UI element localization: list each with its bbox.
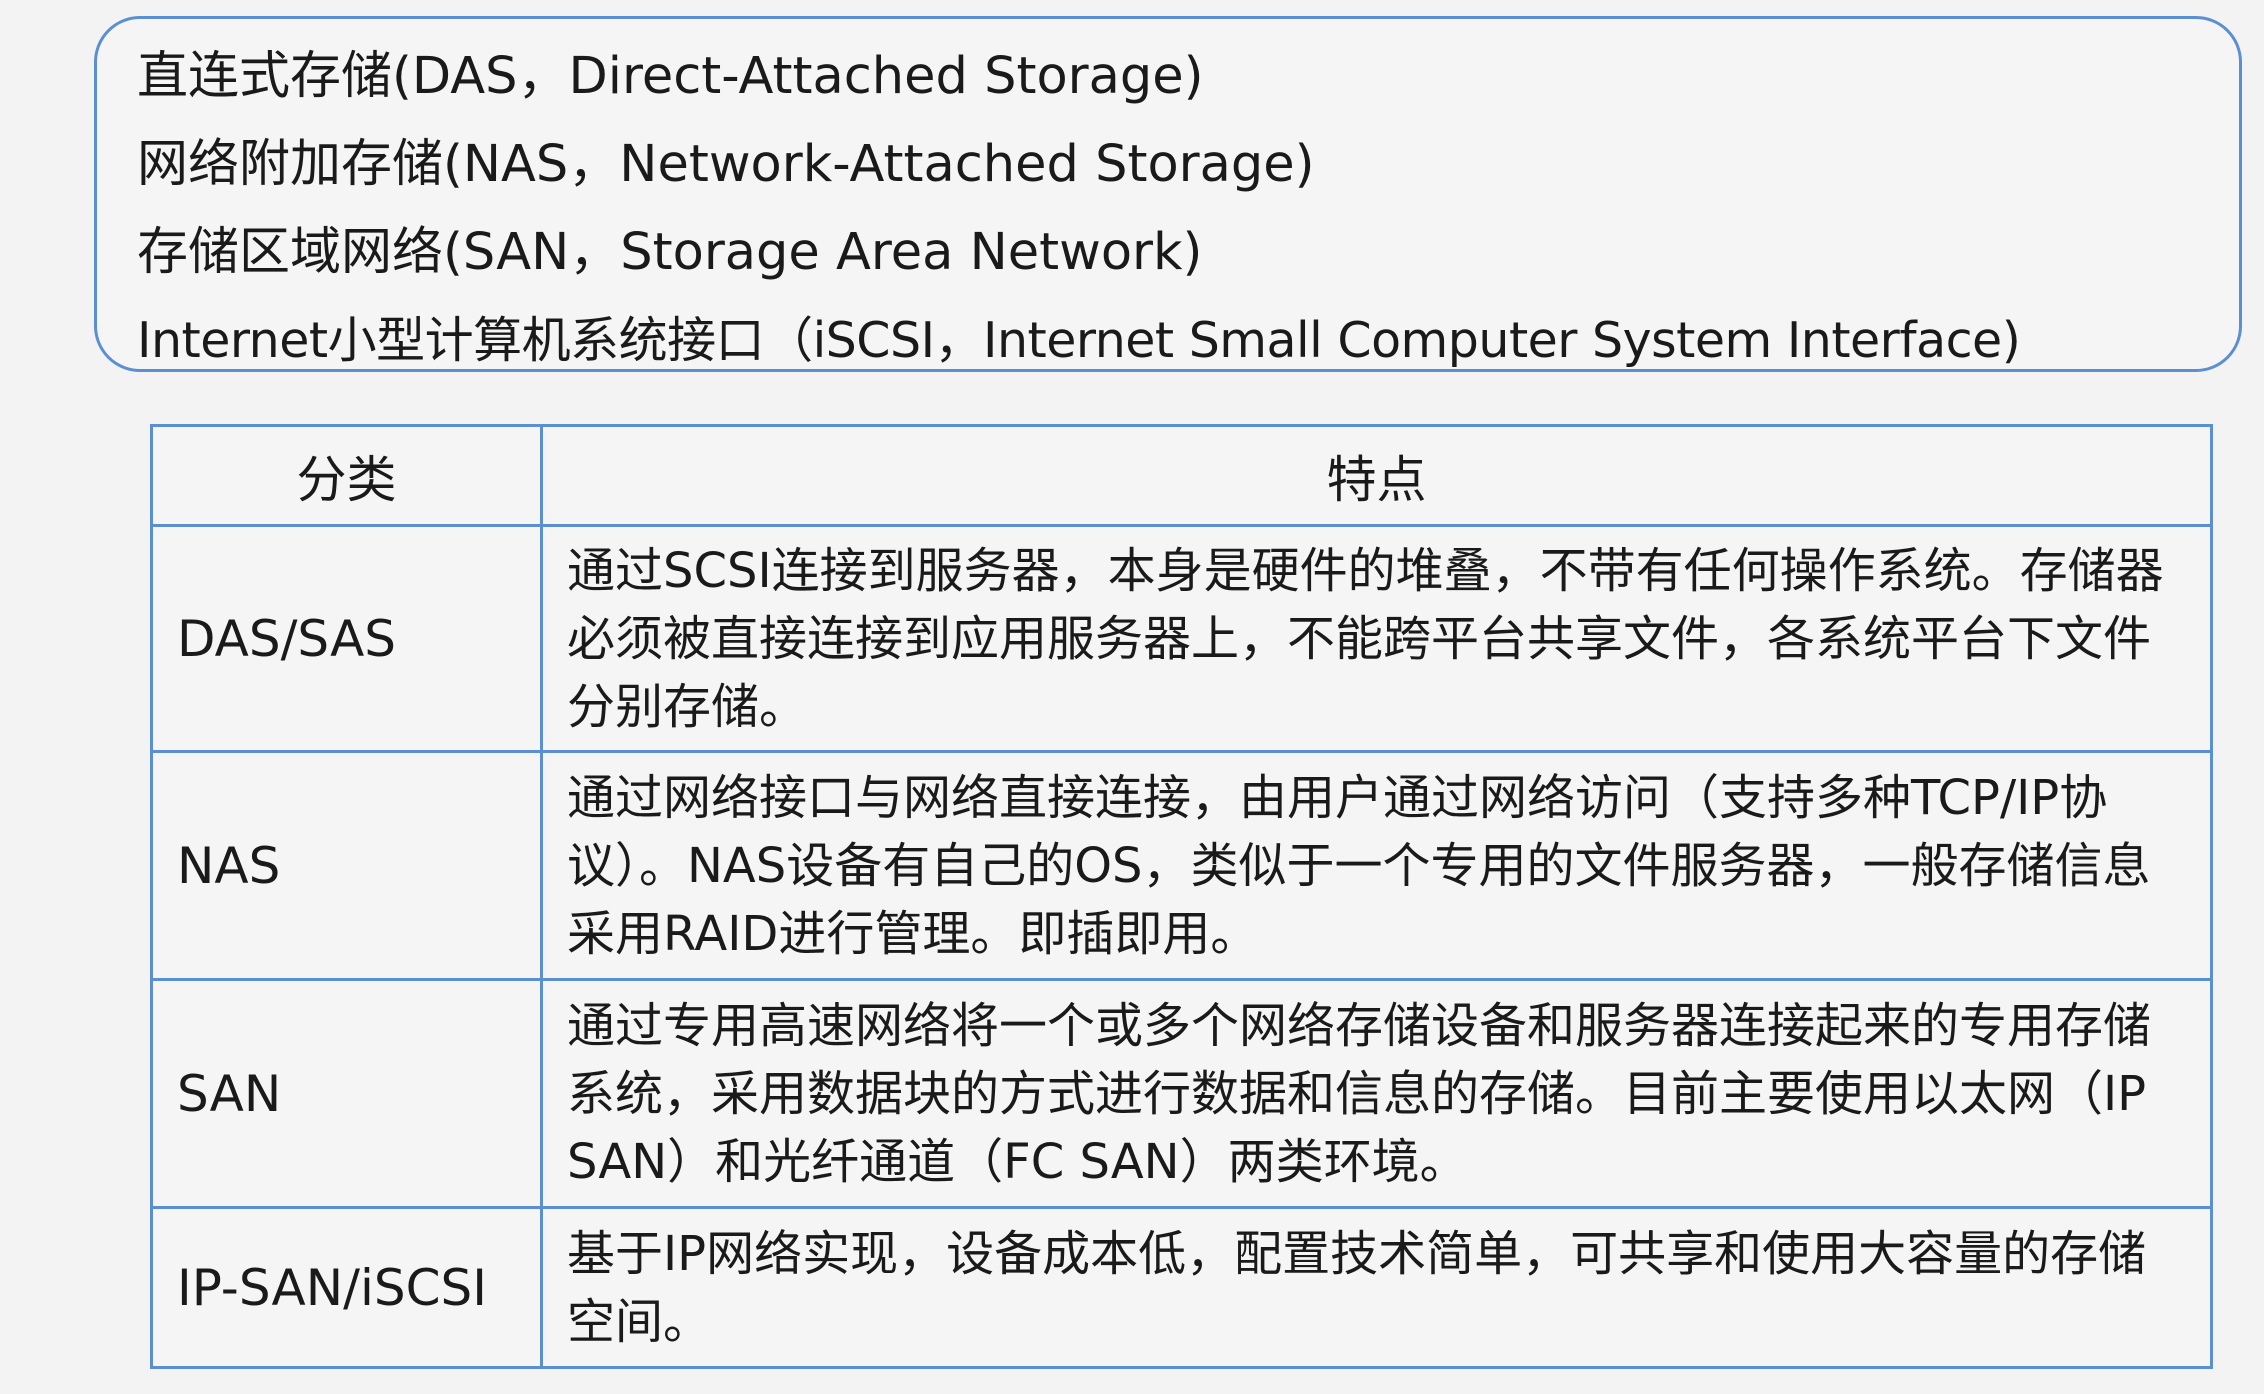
table-row: DAS/SAS 通过SCSI连接到服务器，本身是硬件的堆叠，不带有任何操作系统。… [150, 524, 2213, 753]
table-row: SAN 通过专用高速网络将一个或多个网络存储设备和服务器连接起来的专用存储系统，… [150, 978, 2213, 1209]
definition-san: 存储区域网络(SAN，Storage Area Network) [137, 223, 1203, 282]
row-category: NAS [150, 750, 543, 981]
table-header-row: 分类 特点 [150, 424, 2213, 527]
table-row: IP-SAN/iSCSI 基于IP网络实现，设备成本低，配置技术简单，可共享和使… [150, 1206, 2213, 1369]
row-feature: 通过专用高速网络将一个或多个网络存储设备和服务器连接起来的专用存储系统，采用数据… [540, 978, 2213, 1209]
storage-classification-table: 分类 特点 DAS/SAS 通过SCSI连接到服务器，本身是硬件的堆叠，不带有任… [150, 424, 2213, 1369]
row-category: DAS/SAS [150, 524, 543, 753]
row-feature: 基于IP网络实现，设备成本低，配置技术简单，可共享和使用大容量的存储空间。 [540, 1206, 2213, 1369]
row-category: IP-SAN/iSCSI [150, 1206, 543, 1369]
table-row: NAS 通过网络接口与网络直接连接，由用户通过网络访问（支持多种TCP/IP协议… [150, 750, 2213, 981]
definitions-box: 直连式存储(DAS，Direct-Attached Storage) 网络附加存… [94, 16, 2242, 372]
row-category: SAN [150, 978, 543, 1209]
row-feature: 通过网络接口与网络直接连接，由用户通过网络访问（支持多种TCP/IP协议）。NA… [540, 750, 2213, 981]
definition-das: 直连式存储(DAS，Direct-Attached Storage) [137, 47, 1204, 106]
header-feature: 特点 [540, 424, 2213, 527]
definition-nas: 网络附加存储(NAS，Network-Attached Storage) [137, 135, 1315, 194]
definition-iscsi: Internet小型计算机系统接口（iSCSI，Internet Small C… [137, 312, 2021, 369]
header-category: 分类 [150, 424, 543, 527]
row-feature: 通过SCSI连接到服务器，本身是硬件的堆叠，不带有任何操作系统。存储器必须被直接… [540, 524, 2213, 753]
